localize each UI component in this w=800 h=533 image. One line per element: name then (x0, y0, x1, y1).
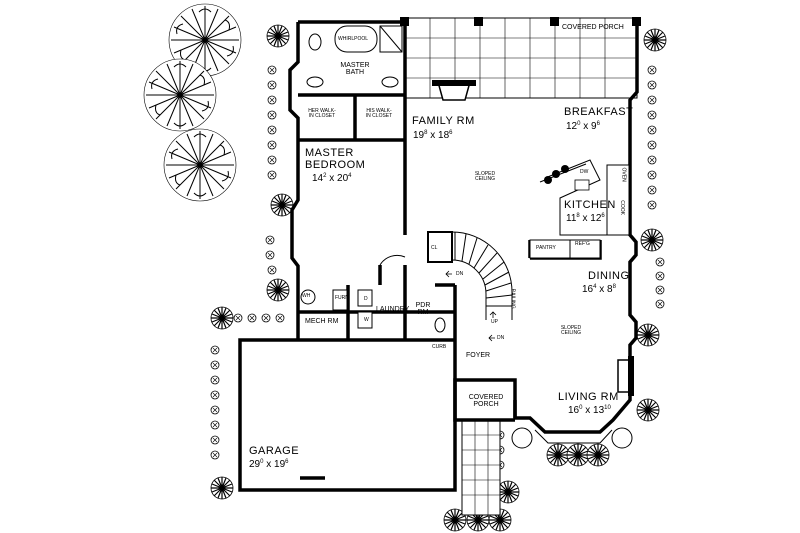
note-pantry: PANTRY (536, 245, 556, 251)
tree-icon (143, 3, 242, 202)
note-refg: REF'G (575, 241, 590, 247)
bath-fixtures (300, 25, 446, 333)
room-label-kitchen: KITCHEN (564, 199, 616, 211)
room-label-foyer: FOYER (466, 352, 491, 359)
room-dimensions: 198 x 186 (413, 130, 453, 141)
note-d: D (364, 296, 368, 302)
note-oven: OVEN (620, 167, 627, 182)
note-dn: DN (456, 271, 464, 277)
bay-window (511, 427, 633, 449)
room-label-covered-porch-front: COVERED PORCH (468, 394, 504, 409)
fireplace-icon (617, 356, 634, 396)
room-dimensions: 118 x 126 (566, 213, 605, 224)
room-label-living-rm: LIVING RM (558, 391, 619, 403)
room-label-master-bedroom: MASTER BEDROOM (305, 147, 366, 171)
note-furn: FURN (335, 295, 349, 301)
walkway-tiles (461, 419, 501, 516)
room-dimensions: 142 x 204 (312, 173, 352, 184)
stair-icon (427, 231, 513, 320)
note-sloped-ceiling: SLOPED CEILING (560, 325, 582, 337)
note-dn: DN (497, 335, 505, 341)
room-label-laundry: LAUNDRY (376, 306, 410, 313)
room-dimensions: 160 x 1310 (568, 405, 611, 416)
note-dw: DW (580, 169, 589, 175)
porch-post-icon (400, 17, 641, 26)
note-wh: WH (302, 293, 311, 299)
room-label-her-closet: HER WALK-IN CLOSET (308, 108, 336, 120)
room-dimensions: 290 x 196 (249, 459, 289, 470)
room-label-dining: DINING (588, 270, 630, 282)
room-label-whirlpool: WHIRLPOOL (338, 36, 369, 42)
note-up: UP (491, 319, 498, 325)
note-railing: RAILING (509, 288, 516, 309)
room-label-breakfast: BREAKFAST (564, 106, 634, 118)
note-cl: CL (431, 245, 438, 251)
room-label-master-bath: MASTER BATH (340, 62, 370, 77)
room-label-his-closet: HIS WALK-IN CLOSET (365, 108, 393, 120)
room-label-pdr-rm: PDR RM (415, 302, 431, 317)
arrow-icon (445, 270, 497, 342)
note-cook: COOK (618, 200, 625, 215)
note-w: W (364, 317, 369, 323)
room-label-family-rm: FAMILY RM (412, 115, 475, 127)
note-curb: CURB (432, 344, 447, 350)
fireplace-icon (432, 80, 476, 101)
room-label-covered-porch: COVERED PORCH (562, 24, 624, 31)
room-label-mech-rm: MECH RM (305, 318, 339, 325)
room-dimensions: 164 x 88 (582, 284, 616, 295)
kitchen-counter (529, 159, 630, 259)
exterior-walls (238, 20, 639, 492)
room-label-garage: GARAGE (249, 445, 300, 457)
room-dimensions: 120 x 96 (566, 121, 600, 132)
note-sloped-ceiling: SLOPED CEILING (474, 171, 496, 183)
